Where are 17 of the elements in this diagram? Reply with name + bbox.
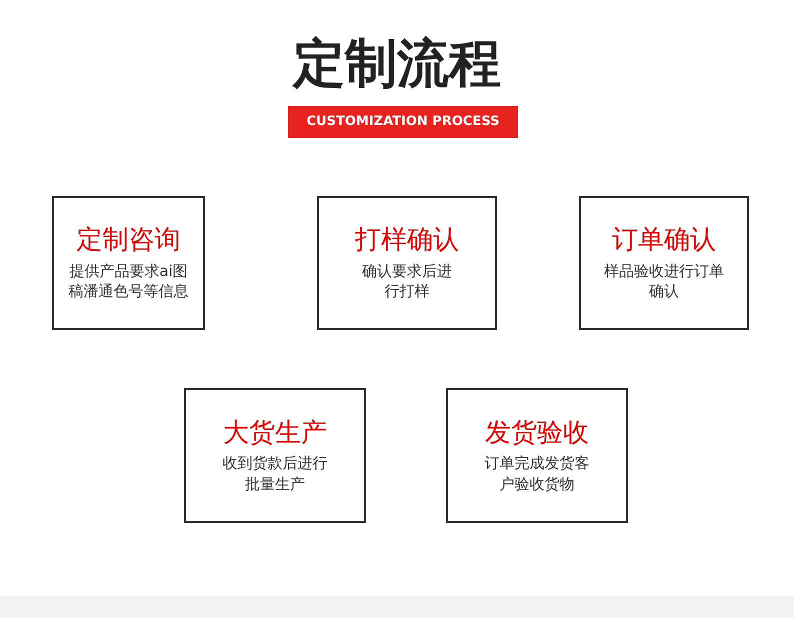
- step-title: 定制咨询: [76, 224, 180, 257]
- step-description: 确认要求后进行打样: [362, 260, 452, 302]
- step-title: 打样确认: [355, 224, 459, 257]
- step-title: 发货验收: [485, 416, 589, 450]
- step-box: [446, 388, 628, 523]
- title: 定制流程: [293, 38, 501, 90]
- step-box: [52, 196, 205, 330]
- step-title: 订单确认: [612, 224, 716, 257]
- step-description: 提供产品要求ai图稿潘通色号等信息: [68, 260, 188, 302]
- step-description: 收到货款后进行批量生产: [222, 453, 328, 494]
- step-title: 大货生产: [223, 416, 327, 450]
- step-description: 订单完成发货客户验收货物: [484, 453, 590, 494]
- step-box: [184, 388, 366, 523]
- step-box: [317, 196, 497, 330]
- step-box: [579, 196, 749, 330]
- subtitle-banner: CUSTOMIZATION PROCESS: [288, 106, 518, 138]
- step-description: 样品验收进行订单确认: [604, 260, 724, 302]
